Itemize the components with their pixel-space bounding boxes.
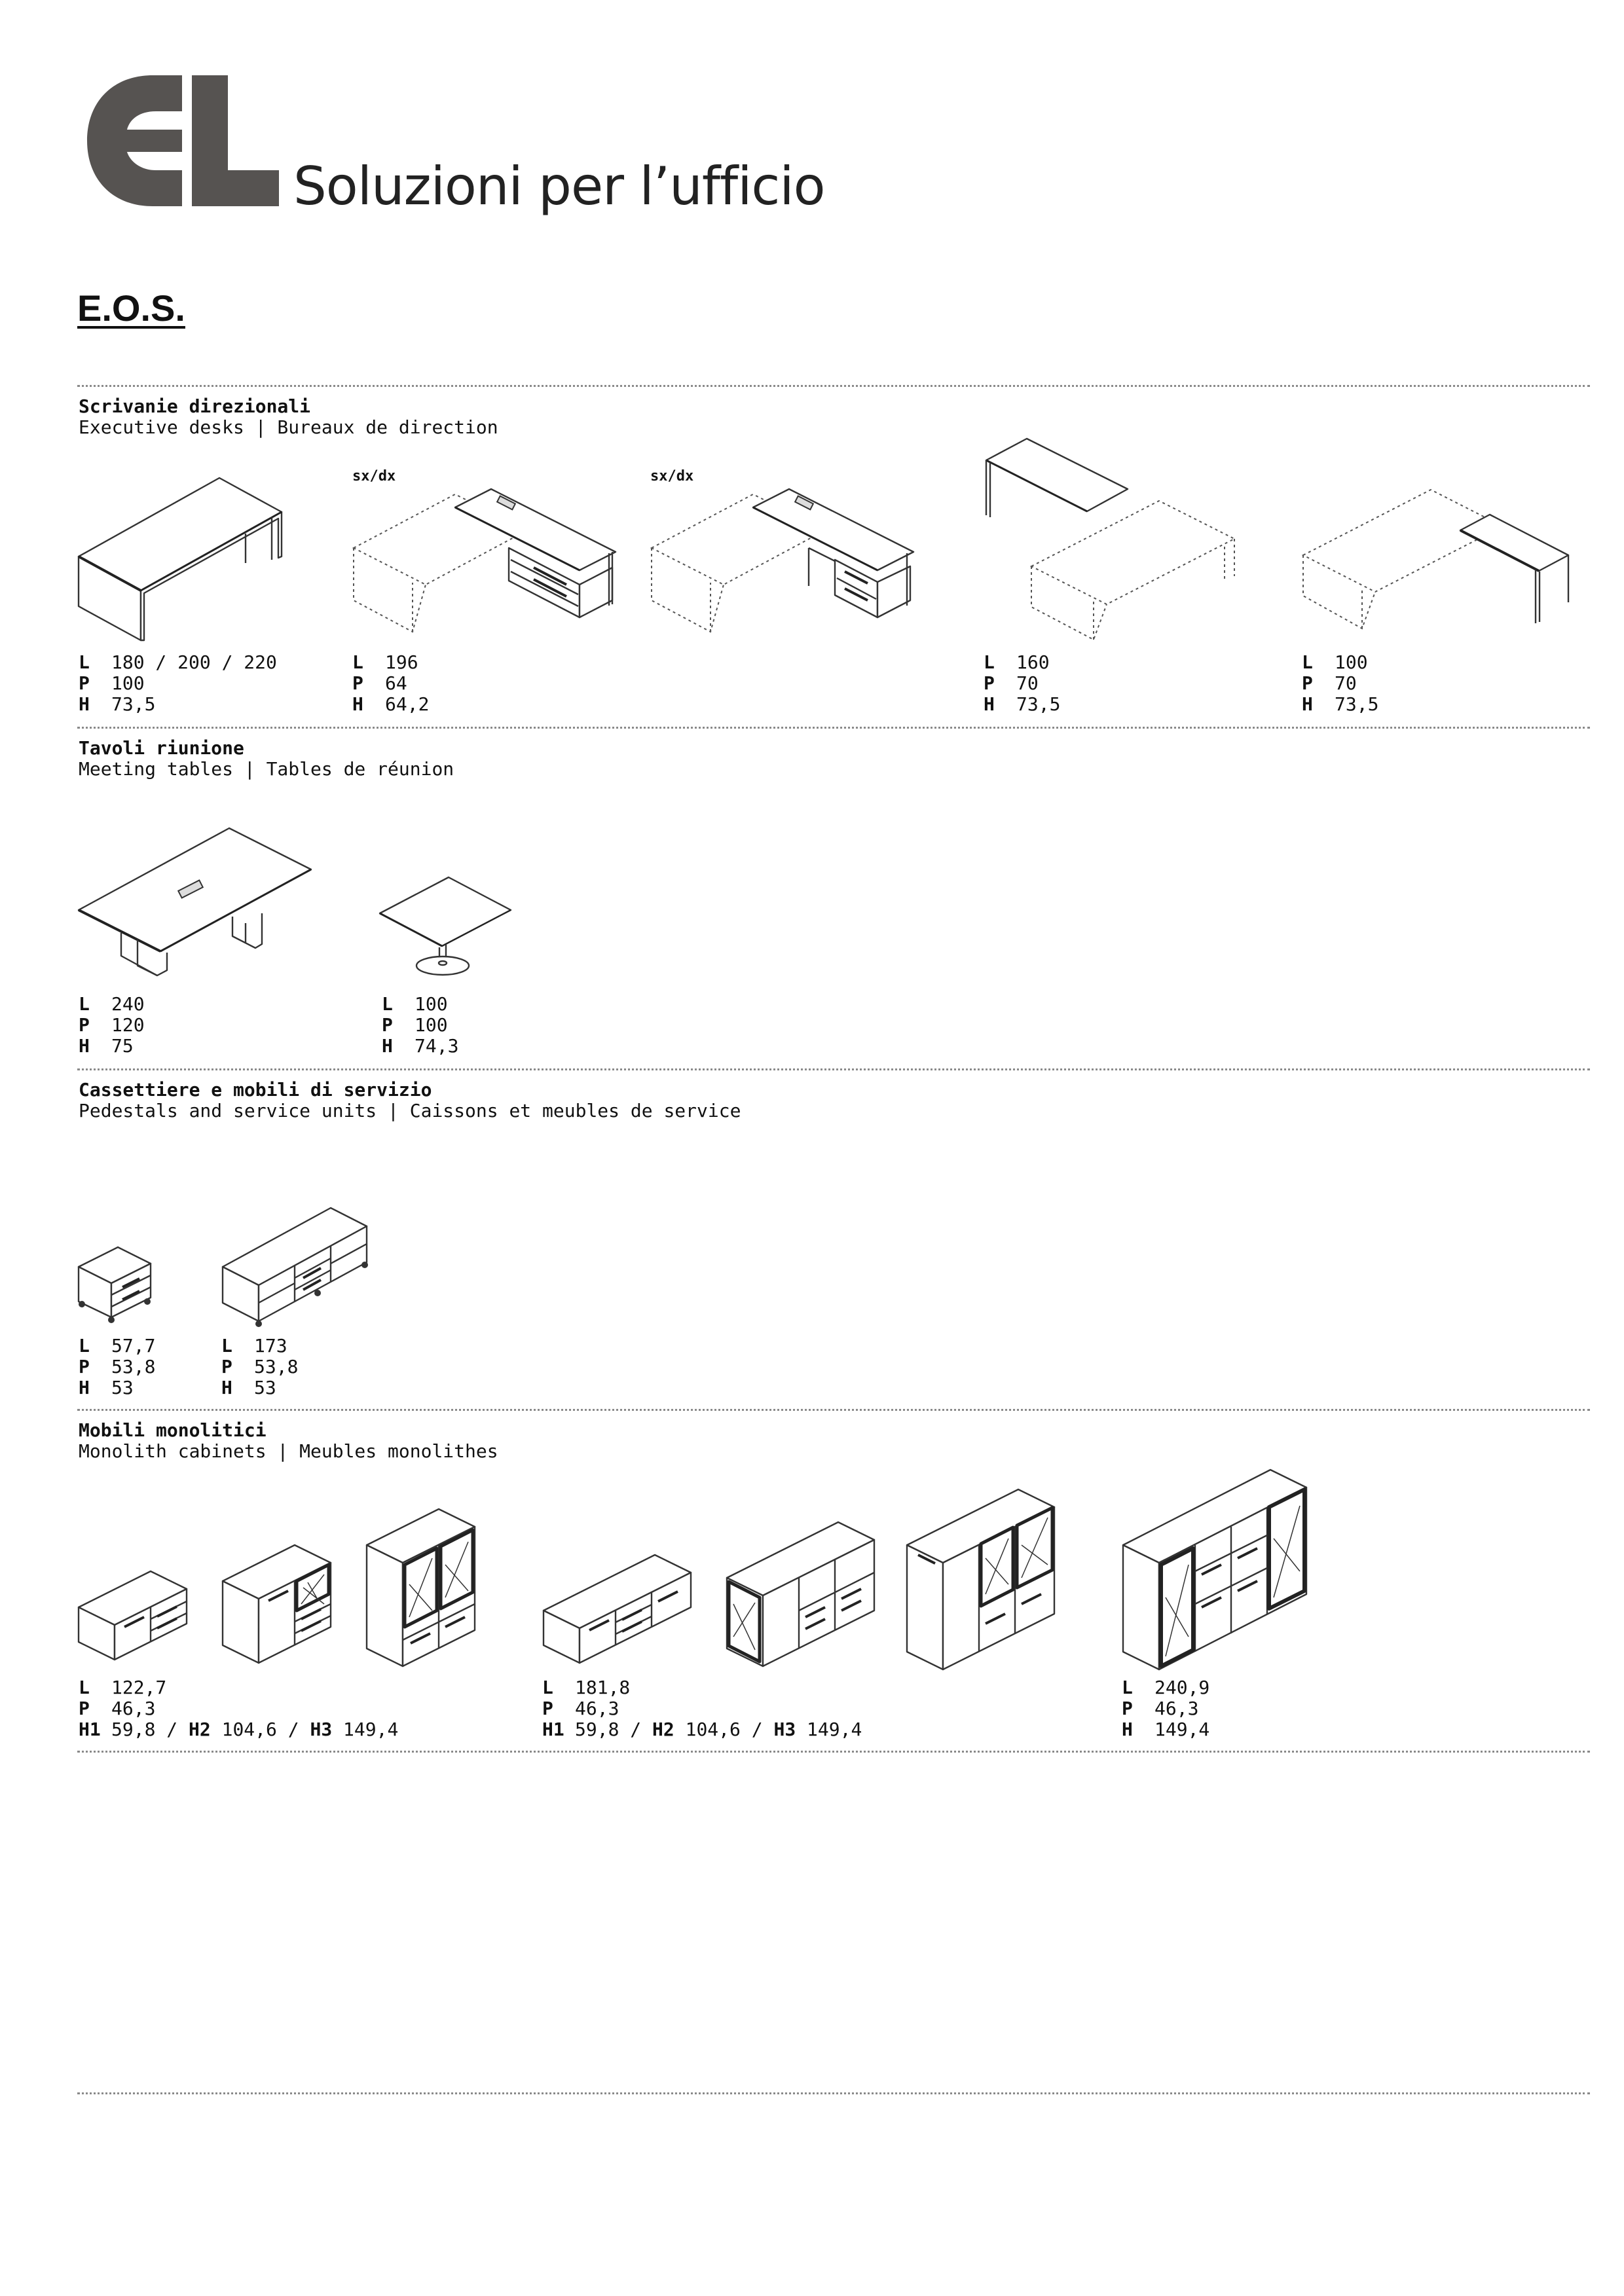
desk-return-drawing [352, 488, 617, 633]
executive-desk-drawing [77, 477, 283, 642]
el-logo-icon [87, 75, 279, 206]
dim-length: 122,7 [111, 1677, 167, 1698]
monolith-low-drawing [77, 1570, 188, 1661]
monolith-low-drawing [542, 1554, 692, 1664]
pedestal-drawing [77, 1246, 152, 1323]
dim-depth: 46,3 [1154, 1698, 1199, 1719]
section-title-tables: Tavoli riunione [79, 737, 244, 759]
monolith-tall-drawing [906, 1488, 1056, 1671]
dim-length: 196 [385, 651, 418, 673]
square-table-drawing [378, 876, 512, 976]
section-subtitle-pedestals: Pedestals and service units | Caissons e… [79, 1100, 741, 1121]
dim-height: 149,4 [1154, 1719, 1210, 1740]
dim-height: 75 [111, 1035, 134, 1057]
dim-depth: 64 [385, 672, 407, 694]
section-divider [77, 727, 1590, 729]
monolith-tall-drawing [365, 1508, 476, 1667]
section-divider [77, 385, 1590, 387]
dim-length: 240,9 [1154, 1677, 1210, 1698]
section-subtitle-monolith: Monolith cabinets | Meubles monolithes [79, 1440, 498, 1462]
dim-height: 73,5 [111, 693, 156, 715]
dim-depth: 70 [1016, 672, 1039, 694]
desk-return-drawing [650, 488, 915, 633]
service-unit-drawing [221, 1207, 368, 1327]
section-title-monolith: Mobili monolitici [79, 1419, 267, 1441]
section-title-desks: Scrivanie direzionali [79, 395, 311, 417]
variant-tag: sx/dx [352, 468, 396, 484]
meeting-table-drawing [77, 827, 312, 977]
dim-depth: 100 [111, 672, 145, 694]
dim-depth: 100 [415, 1014, 448, 1036]
dim-depth: 120 [111, 1014, 145, 1036]
section-subtitle-tables: Meeting tables | Tables de réunion [79, 758, 454, 780]
dim-depth: 53,8 [254, 1356, 299, 1377]
monolith-wide-drawing [1122, 1468, 1308, 1671]
dim-height: 64,2 [385, 693, 430, 715]
monolith-mid-drawing [221, 1544, 332, 1664]
section-divider [77, 1068, 1590, 1070]
monolith-mid-drawing [726, 1521, 876, 1667]
dim-length: 173 [254, 1335, 287, 1357]
dim-length: 100 [415, 993, 448, 1015]
dim-length: 57,7 [111, 1335, 156, 1357]
dim-length: 160 [1016, 651, 1050, 673]
dim-depth: 70 [1335, 672, 1357, 694]
brand-tagline: Soluzioni per l’ufficio [293, 156, 826, 217]
dim-depth: 53,8 [111, 1356, 156, 1377]
page-title: E.O.S. [77, 287, 185, 329]
variant-tag: sx/dx [650, 468, 694, 484]
desk-extension-drawing [985, 437, 1236, 641]
dim-length: 240 [111, 993, 145, 1015]
dim-height: 53 [111, 1377, 134, 1398]
section-divider [77, 2092, 1590, 2094]
section-divider [77, 1751, 1590, 1753]
dim-height: 53 [254, 1377, 276, 1398]
section-title-pedestals: Cassettiere e mobili di servizio [79, 1079, 432, 1101]
desk-extension-drawing [1301, 488, 1570, 630]
dim-height: 74,3 [415, 1035, 459, 1057]
section-subtitle-desks: Executive desks | Bureaux de direction [79, 416, 498, 438]
dim-depth: 46,3 [111, 1698, 156, 1719]
dim-length: 181,8 [575, 1677, 631, 1698]
dim-length: 100 [1335, 651, 1368, 673]
dim-length: 180 / 200 / 220 [111, 651, 277, 673]
dim-height: 73,5 [1335, 693, 1379, 715]
dim-height: 73,5 [1016, 693, 1061, 715]
section-divider [77, 1409, 1590, 1411]
dim-depth: 46,3 [575, 1698, 619, 1719]
